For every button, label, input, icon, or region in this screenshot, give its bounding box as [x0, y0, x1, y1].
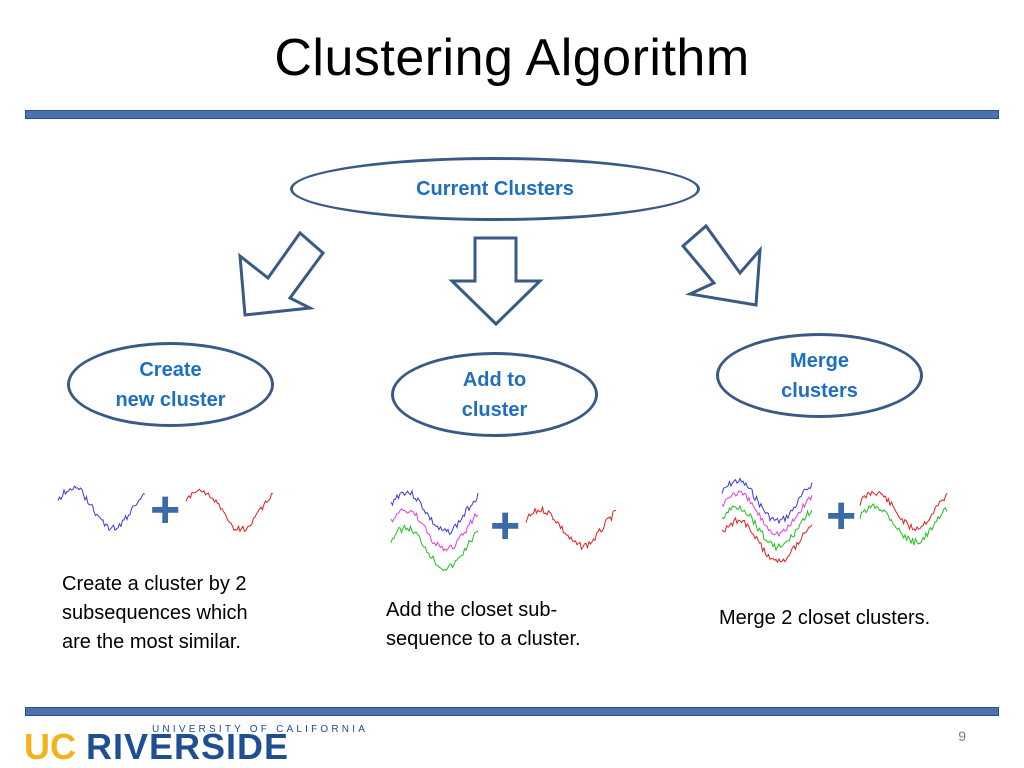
series-sketch-add-new [525, 505, 617, 551]
merge-clusters-node: Merge clusters [716, 333, 923, 418]
caption-line: Create a cluster by 2 [62, 573, 247, 595]
current-clusters-node: Current Clusters [290, 157, 700, 221]
arrow-left-icon [238, 230, 326, 317]
create-node-line2: new cluster [115, 388, 226, 411]
caption-line: subsequences which [62, 602, 248, 624]
series-sketch-create-a [57, 485, 146, 532]
caption-create: Create a cluster by 2 subsequences which… [62, 570, 248, 657]
current-clusters-label: Current Clusters [416, 178, 574, 200]
add-to-cluster-node: Add to cluster [391, 352, 598, 437]
caption-merge: Merge 2 closet clusters. [719, 604, 930, 633]
footer-rule [25, 707, 999, 716]
ucr-logo: UNIVERSITY OF CALIFORNIA UC RIVERSIDE [24, 724, 368, 767]
create-node-line1: Create [139, 358, 202, 381]
merge-node-line2: clusters [781, 379, 858, 402]
plus-icon-1: + [150, 481, 181, 539]
plus-icon-3: + [826, 487, 857, 545]
series-sketch-create-b [185, 488, 273, 533]
add-node-line1: Add to [462, 368, 527, 391]
caption-line: Add the closet sub- [386, 599, 558, 621]
caption-add: Add the closet sub- sequence to a cluste… [386, 596, 581, 654]
arrow-down-icon [448, 236, 544, 327]
logo-small-text: UNIVERSITY OF CALIFORNIA [152, 724, 368, 735]
logo-uc: UC [24, 726, 76, 767]
page-number: 9 [958, 728, 966, 744]
add-node-line2: cluster [461, 398, 528, 421]
caption-line: are the most similar. [62, 631, 241, 653]
series-sketch-add-cluster [390, 489, 479, 572]
caption-line: sequence to a cluster. [386, 628, 581, 650]
series-sketch-merge-b [859, 490, 948, 546]
logo-riverside: RIVERSIDE [86, 726, 289, 767]
slide-title: Clustering Algorithm [274, 29, 750, 87]
series-sketch-merge-a [721, 477, 813, 564]
arrow-right-icon [680, 223, 762, 307]
plus-icon-2: + [490, 497, 521, 555]
merge-node-line1: Merge [790, 349, 849, 372]
title-rule [25, 110, 999, 119]
create-cluster-node: Create new cluster [67, 342, 274, 427]
caption-line: Merge 2 closet clusters. [719, 607, 931, 629]
